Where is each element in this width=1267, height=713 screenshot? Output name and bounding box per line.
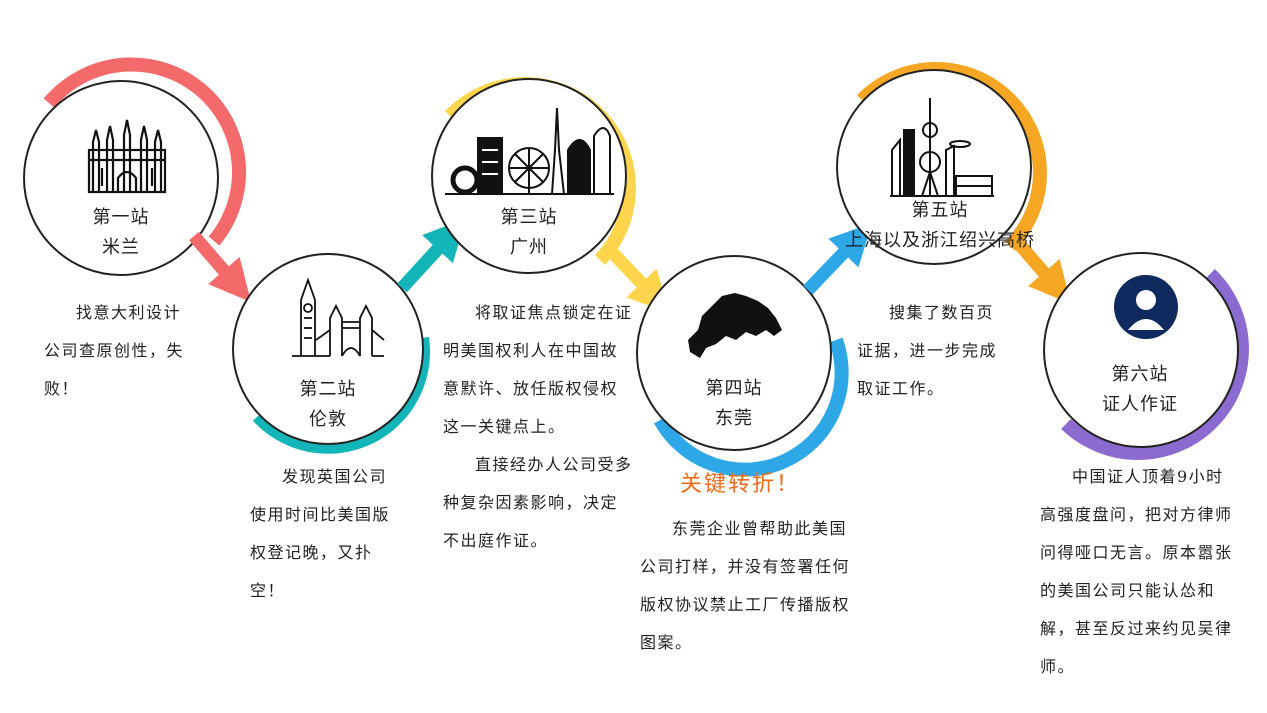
- station-london-title: 第二站: [299, 379, 357, 400]
- station-dongguan-label: 第四站 东莞: [684, 374, 784, 434]
- guangzhou-skyline-icon: [445, 107, 614, 195]
- station-shanghai-label: 第五站 上海以及浙江绍兴高桥: [820, 196, 1060, 256]
- witness-arc: [1061, 268, 1249, 460]
- station-shanghai-city: 上海以及浙江绍兴高桥: [845, 230, 1035, 251]
- station-witness-label: 第六站 证人作证: [1090, 360, 1190, 420]
- station-guangzhou-title: 第三站: [500, 207, 558, 228]
- desc-witness-p1: 中国证人顶着9小时高强度盘问，把对方律师问得哑口无言。原本嚣张的美国公司只能认怂…: [1040, 467, 1233, 676]
- station-witness-title: 第六站: [1111, 364, 1169, 385]
- desc-guangzhou-p1: 将取证焦点锁定在证明美国权利人在中国故意默许、放任版权侵权这一关键点上。: [443, 303, 633, 436]
- station-london-city: 伦敦: [309, 409, 347, 430]
- station-london-node: [232, 218, 466, 454]
- desc-guangzhou: 将取证焦点锁定在证明美国权利人在中国故意默许、放任版权侵权这一关键点上。 直接经…: [443, 294, 633, 560]
- station-dongguan-title: 第四站: [705, 378, 763, 399]
- station-milan-city: 米兰: [102, 237, 140, 258]
- dongguan-circle: [636, 255, 832, 451]
- london-arrow: [397, 218, 466, 293]
- station-dongguan-node: [636, 222, 873, 477]
- station-witness-node: [1043, 252, 1249, 460]
- key-turn-label: 关键转折！: [680, 472, 801, 497]
- station-guangzhou-label: 第三站 广州: [479, 203, 579, 263]
- london-circle: [232, 253, 424, 445]
- witness-circle: [1043, 252, 1239, 448]
- desc-guangzhou-p2: 直接经办人公司受多种复杂因素影响，决定不出庭作证。: [443, 455, 633, 550]
- desc-shanghai: 搜集了数百页证据，进一步完成取证工作。: [857, 294, 1007, 408]
- milan-cathedral-icon: [87, 119, 167, 194]
- dongguan-map-icon: [688, 293, 782, 358]
- guangzhou-arrow: [603, 243, 671, 314]
- station-milan-node: [23, 57, 252, 303]
- dongguan-arrow: [803, 222, 873, 295]
- desc-dongguan-p1: 东莞企业曾帮助此美国公司打样，并没有签署任何版权协议禁止工厂传播版权图案。: [640, 519, 851, 652]
- shanghai-skyline-icon: [890, 98, 994, 197]
- shanghai-arrow: [1009, 233, 1072, 305]
- station-dongguan-city: 东莞: [715, 408, 753, 429]
- station-milan-label: 第一站 米兰: [71, 203, 171, 263]
- desc-milan-p1: 找意大利设计公司查原创性，失败！: [44, 303, 185, 398]
- milan-arc: [43, 57, 247, 246]
- desc-london: 发现英国公司使用时间比美国版权登记晚，又扑空！: [250, 458, 398, 610]
- shanghai-circle: [836, 69, 1032, 265]
- desc-milan: 找意大利设计公司查原创性，失败！: [44, 294, 192, 408]
- desc-dongguan: 东莞企业曾帮助此美国公司打样，并没有签署任何版权协议禁止工厂传播版权图案。: [640, 510, 850, 662]
- station-milan-title: 第一站: [92, 207, 150, 228]
- station-guangzhou-city: 广州: [510, 237, 548, 258]
- witness-avatar-icon: [1114, 275, 1178, 339]
- desc-shanghai-p1: 搜集了数百页证据，进一步完成取证工作。: [857, 303, 998, 398]
- dongguan-arc: [653, 337, 849, 477]
- station-witness-city: 证人作证: [1102, 394, 1178, 415]
- desc-witness: 中国证人顶着9小时高强度盘问，把对方律师问得哑口无言。原本嚣张的美国公司只能认怂…: [1040, 458, 1240, 686]
- station-london-label: 第二站 伦敦: [278, 375, 378, 435]
- station-shanghai-node: [836, 62, 1072, 305]
- london-tower-bridge-icon: [292, 277, 385, 357]
- station-guangzhou-node: [431, 77, 671, 314]
- station-shanghai-title: 第五站: [911, 200, 969, 221]
- milan-circle: [23, 80, 219, 276]
- milan-arrow: [189, 231, 252, 303]
- desc-london-p1: 发现英国公司使用时间比美国版权登记晚，又扑空！: [250, 467, 391, 600]
